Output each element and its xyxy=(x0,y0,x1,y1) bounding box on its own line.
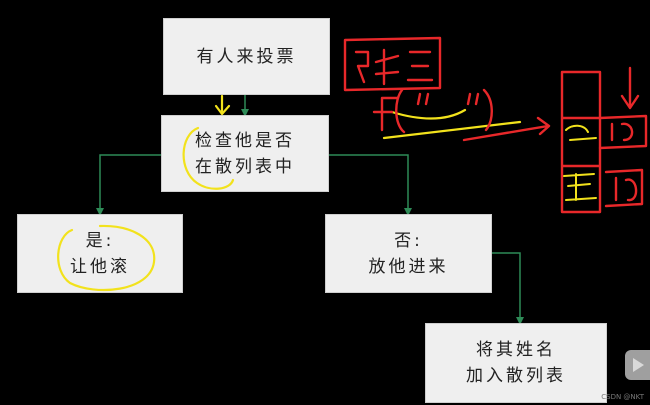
pen-index-number xyxy=(598,114,648,150)
node-label-line: 检查他是否 xyxy=(195,130,295,151)
arrow-check-to-yes xyxy=(96,154,161,216)
node-label-line: 将其姓名 xyxy=(476,340,556,360)
pen-index-number xyxy=(604,168,644,208)
node-no-let-in: 否: 放他进来 xyxy=(325,214,492,293)
pen-index-arrow xyxy=(620,66,640,110)
pen-slot-name xyxy=(565,124,597,141)
node-check-in-hash-table: 检查他是否 在散列表中 xyxy=(161,115,329,192)
node-yes-reject: 是: 让他滚 xyxy=(17,214,183,293)
node-label-line: 让他滚 xyxy=(70,256,130,277)
node-label-line: 在散列表中 xyxy=(195,156,295,177)
node-label-line: 加入散列表 xyxy=(466,366,566,386)
watermark: CSDN @NKT xyxy=(601,393,644,401)
pen-function-f xyxy=(372,88,406,134)
pen-name-glyphs xyxy=(354,48,434,86)
node-add-name-to-hash-table: 将其姓名 加入散列表 xyxy=(425,323,607,403)
node-label-line: 否: xyxy=(394,230,423,251)
pen-down-arrow xyxy=(214,94,231,116)
pen-arrow-to-table xyxy=(462,116,551,142)
pen-quote-marks xyxy=(416,88,493,132)
arrow-check-to-no xyxy=(329,154,412,216)
node-label-line: 有人来投票 xyxy=(196,46,297,67)
pen-slot-name xyxy=(563,173,597,201)
node-label-line: 放他进来 xyxy=(368,256,449,277)
pen-circle-check xyxy=(182,126,235,190)
node-someone-votes: 有人来投票 xyxy=(163,18,330,95)
pen-name-box xyxy=(343,36,442,92)
node-label-line: 是: xyxy=(85,230,115,251)
pen-quote-underline xyxy=(382,108,522,140)
pen-circle-yes xyxy=(57,224,156,292)
arrow-no-to-add xyxy=(492,252,524,325)
video-play-icon[interactable] xyxy=(625,350,650,380)
pen-hash-table xyxy=(560,70,602,214)
